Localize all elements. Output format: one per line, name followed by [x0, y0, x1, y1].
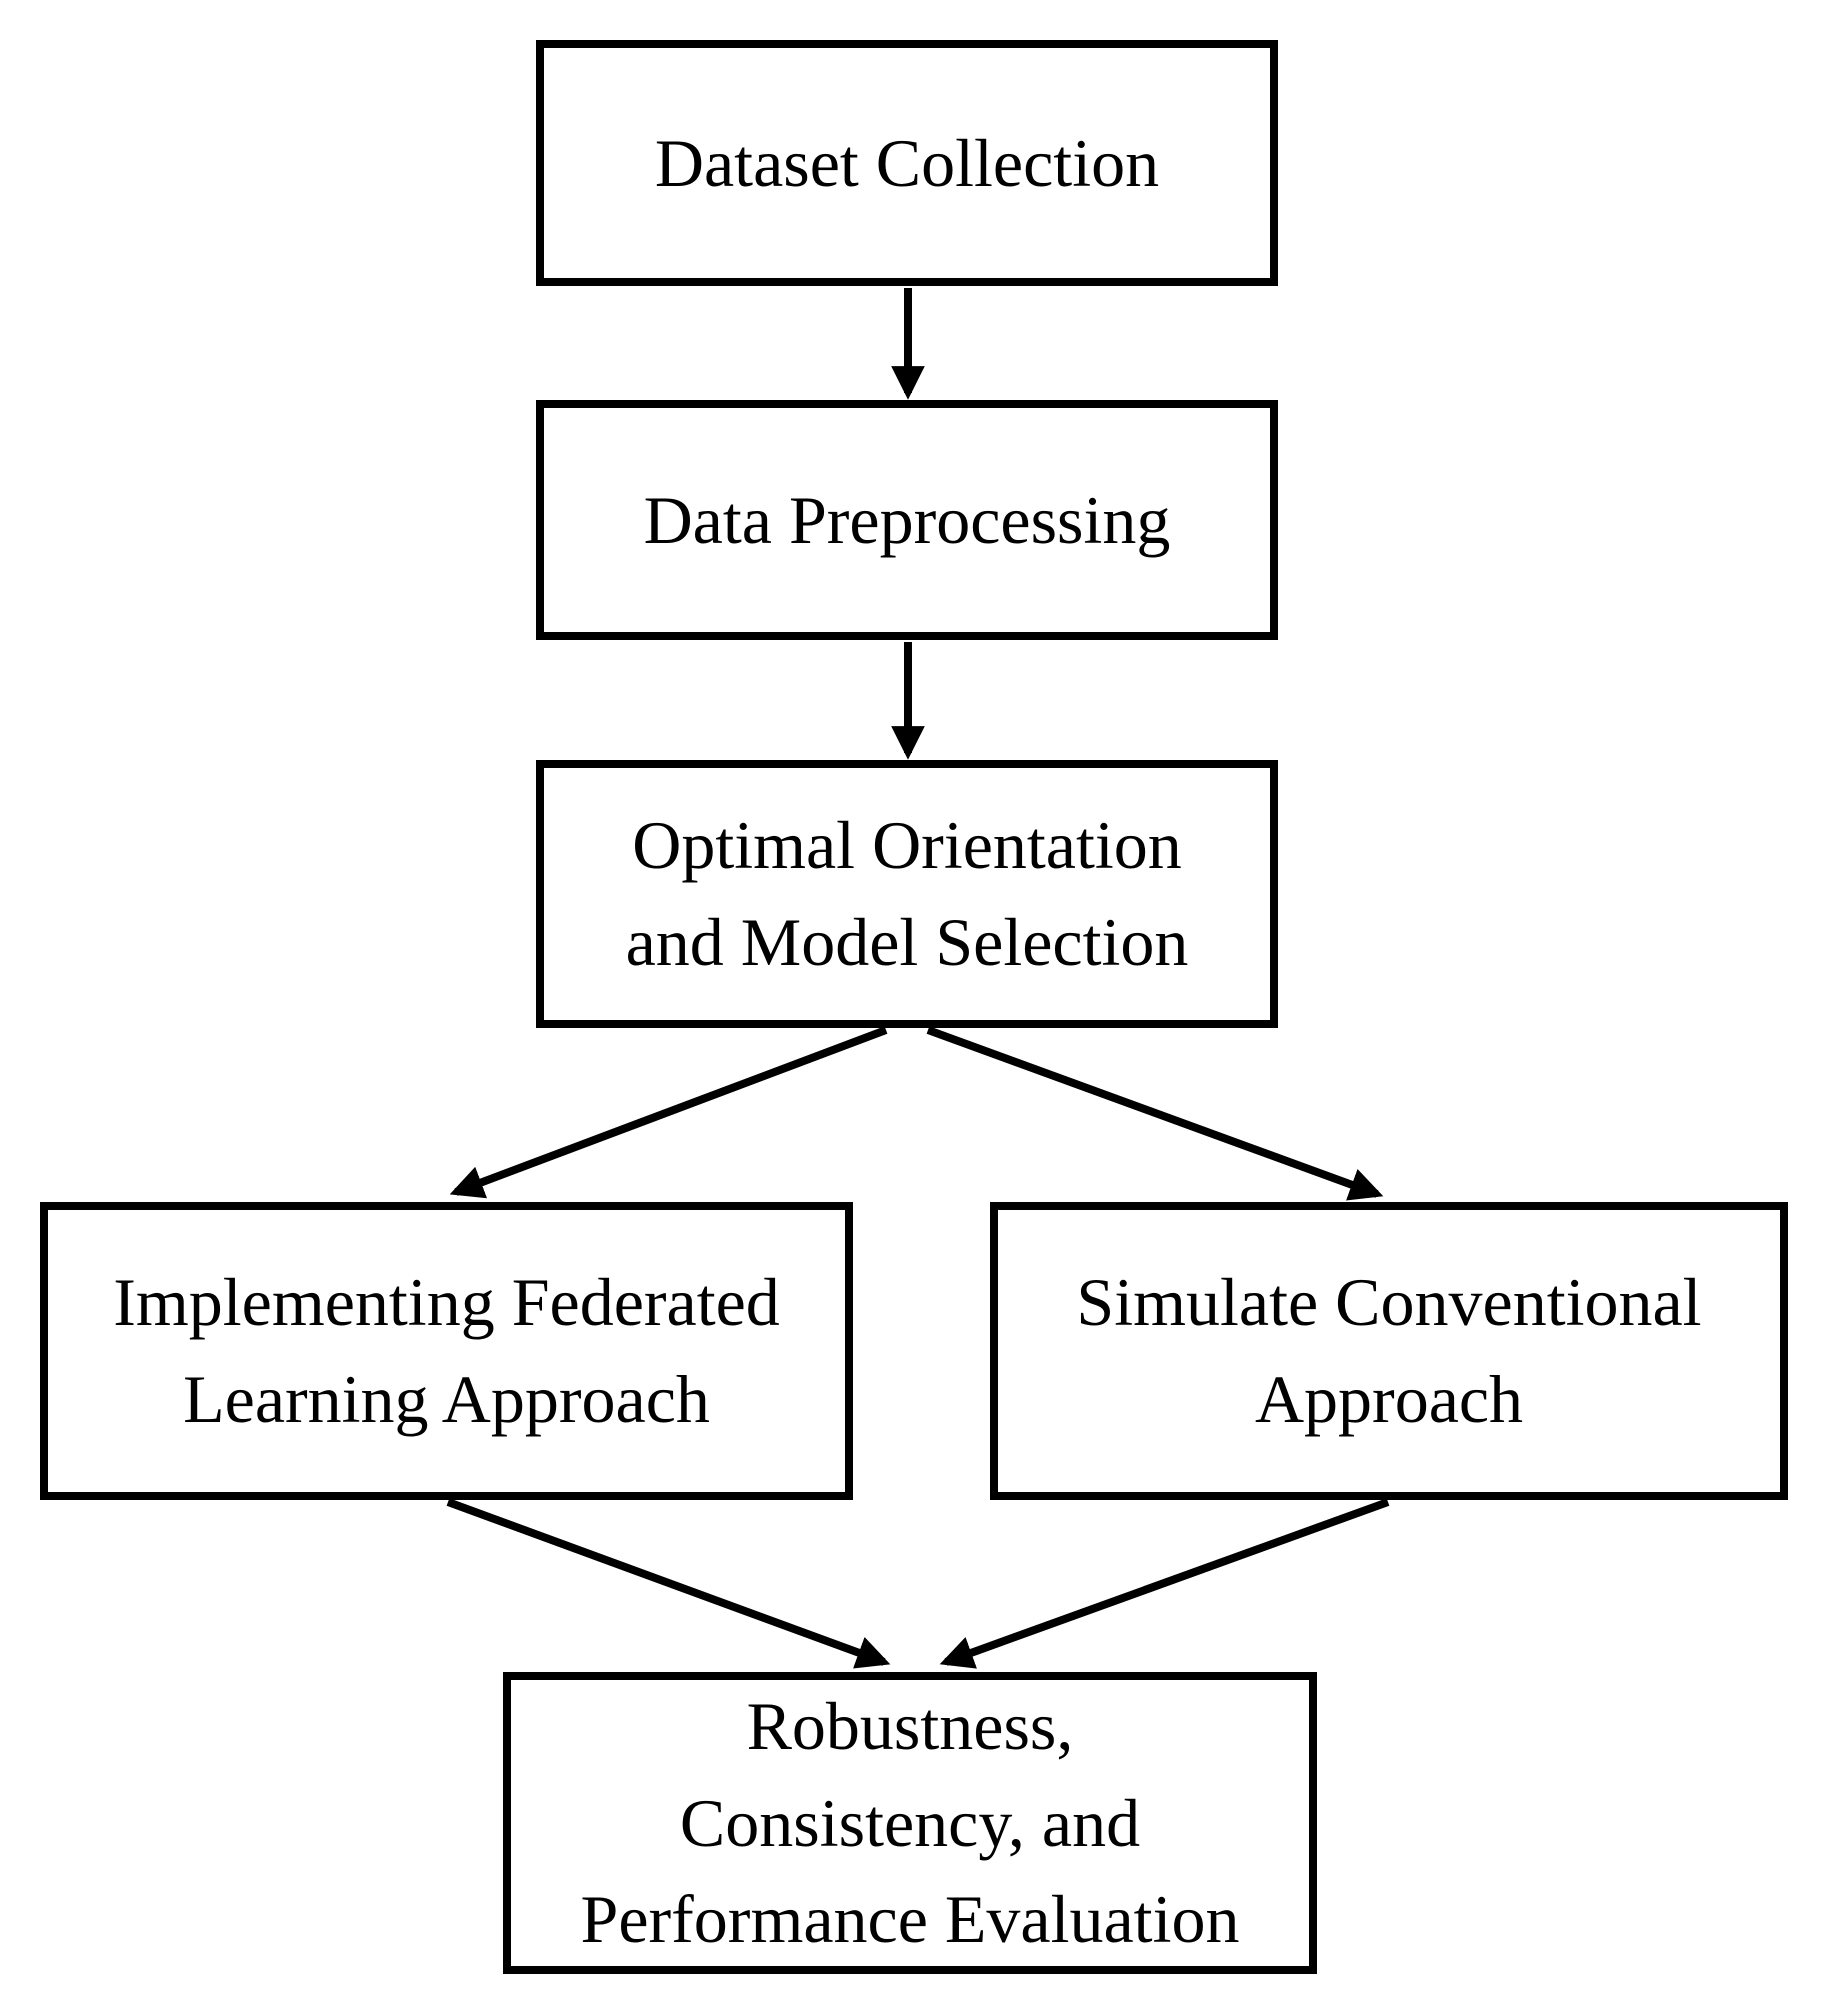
node-optimal-orientation-model-selection: Optimal Orientation and Model Selection — [536, 760, 1278, 1028]
node-implementing-federated-learning: Implementing Federated Learning Approach — [40, 1202, 853, 1500]
node-label-line: and Model Selection — [625, 904, 1189, 980]
arrow-federated-to-evaluation — [446, 1498, 891, 1669]
node-label-line: Approach — [1254, 1361, 1524, 1437]
node-label-line: Learning Approach — [183, 1361, 710, 1437]
node-label-line: Robustness, — [746, 1688, 1074, 1765]
node-dataset-collection: Dataset Collection — [536, 40, 1278, 286]
node-label-line: Implementing Federated — [113, 1264, 780, 1341]
arrow-optimal-to-conventional — [926, 1026, 1384, 1201]
node-label-line: Dataset Collection — [654, 124, 1160, 201]
node-evaluation: Robustness, Consistency, and Performance… — [503, 1672, 1317, 1974]
node-simulate-conventional: Simulate Conventional Approach — [990, 1202, 1788, 1500]
node-label-line: Simulate Conventional — [1076, 1264, 1702, 1341]
node-label-line: Optimal Orientation — [632, 807, 1182, 884]
node-label-line: Data Preprocessing — [643, 481, 1171, 558]
node-data-preprocessing: Data Preprocessing — [536, 400, 1278, 640]
node-label-line: Consistency, and — [679, 1784, 1141, 1861]
node-label-line: Performance Evaluation — [580, 1881, 1240, 1958]
arrow-conventional-to-evaluation — [939, 1498, 1390, 1669]
arrow-optimal-to-federated — [449, 1026, 888, 1199]
